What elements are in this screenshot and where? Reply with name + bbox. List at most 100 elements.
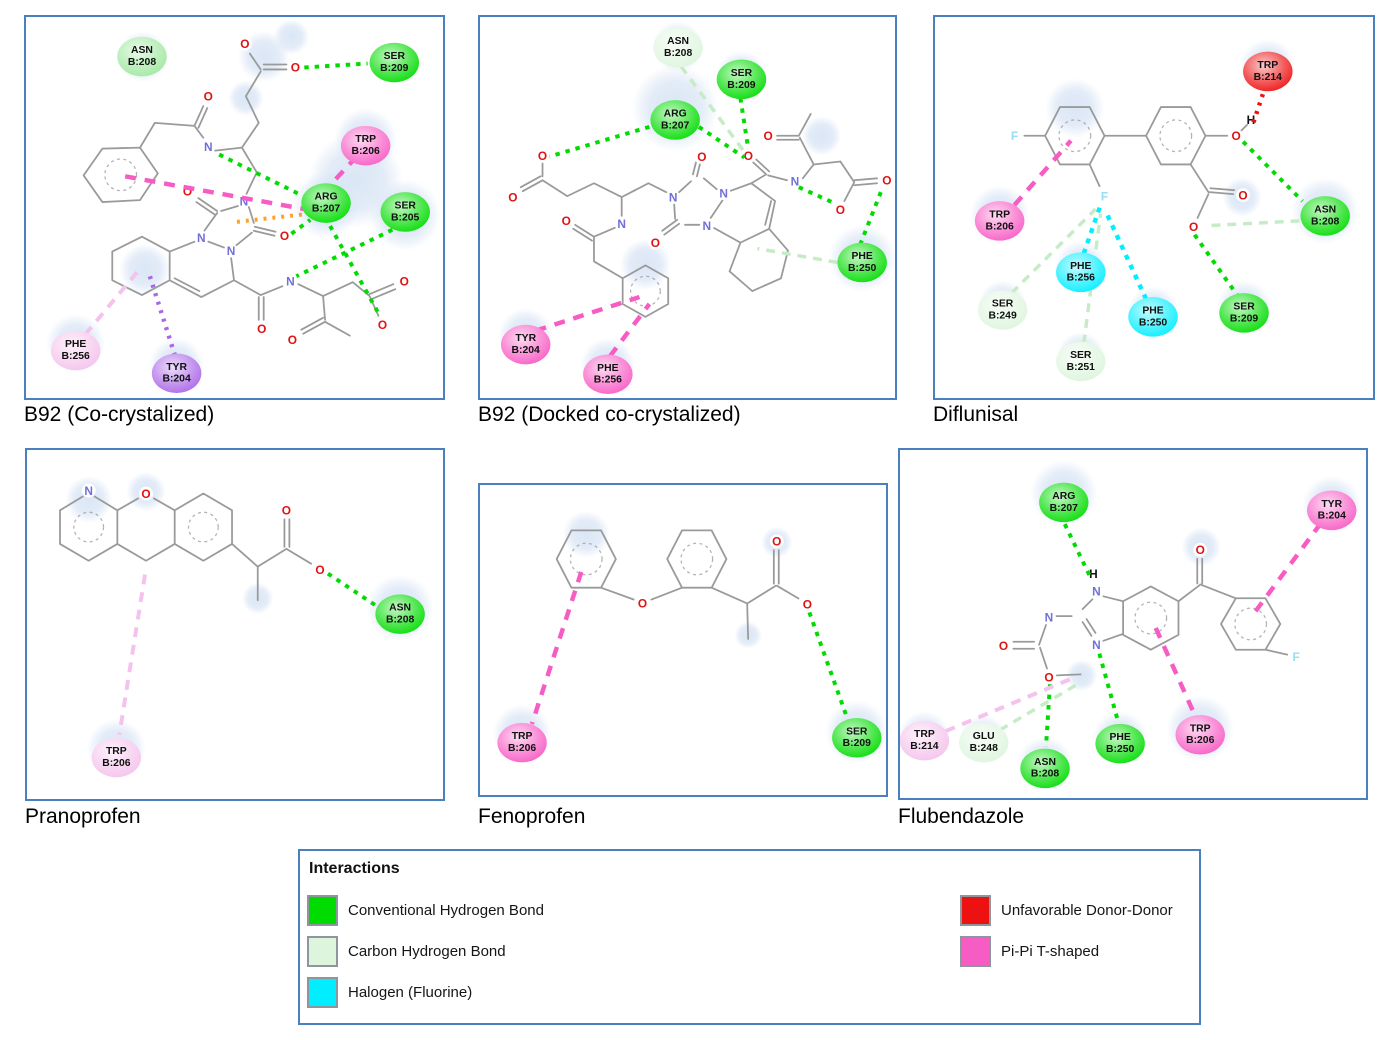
legend-swatch-halogen [307, 977, 338, 1008]
panel-title-pranoprofen: Pranoprofen [25, 805, 141, 828]
residue-name: SER [731, 68, 753, 79]
panel-title-b92-cocrystalized: B92 (Co-crystalized) [24, 403, 215, 426]
residue-number: B:208 [1311, 216, 1339, 227]
atom-label-o: O [183, 184, 192, 198]
atom-label-h: H [1089, 567, 1098, 581]
interaction-diagram-diflunisal: FFOHOOTRPB:214TRPB:206SERB:249PHEB:256SE… [969, 38, 1359, 382]
atom-labels: OOO [635, 534, 815, 612]
residue-name: ARG [315, 192, 338, 203]
interaction-lines [117, 571, 377, 736]
legend-right-column: Unfavorable Donor-Donor Pi-Pi T-shaped [960, 895, 1173, 977]
atom-label-o: O [240, 37, 249, 51]
interaction-line-pipi [124, 174, 321, 215]
interaction-lines [534, 65, 884, 358]
residue-name: PHE [1142, 305, 1163, 316]
legend-item-pi-pi-t-shaped: Pi-Pi T-shaped [960, 936, 1173, 967]
residue-name: TRP [989, 209, 1010, 220]
legend-label: Pi-Pi T-shaped [1001, 943, 1100, 960]
panel-title-fenoprofen: Fenoprofen [478, 805, 586, 828]
atom-label-o: O [257, 322, 266, 336]
atom-label-o: O [836, 203, 845, 217]
residue-bubbles: ASNB:208SERB:209ARGB:207PHEB:250TYRB:204… [500, 27, 887, 395]
interaction-lines [943, 521, 1323, 747]
interaction-line-hb [548, 124, 650, 159]
atom-label-o: O [1238, 188, 1247, 202]
atom-label-o: O [538, 149, 547, 163]
interaction-line-chb [756, 246, 838, 265]
residue-name: TRP [106, 746, 127, 757]
atom-label-n: N [703, 219, 712, 233]
residue-number: B:204 [512, 345, 540, 356]
interaction-line-unfav [1249, 93, 1265, 128]
interaction-line-halogen [1103, 210, 1149, 300]
residue-number: B:207 [1050, 503, 1078, 514]
atom-label-o: O [400, 275, 409, 289]
interaction-line-chb [997, 683, 1077, 733]
atom-label-o: O [999, 639, 1008, 653]
residue-number: B:208 [1031, 769, 1059, 780]
atom-label-o: O [882, 174, 891, 188]
atom-label-n: N [84, 484, 93, 498]
interaction-line-chb [1010, 207, 1097, 295]
atom-label-f: F [1101, 189, 1108, 203]
binding-site-halos [64, 471, 434, 779]
interaction-line-pipiL [943, 677, 1071, 734]
residue-name: TRP [914, 729, 935, 740]
residue-name: PHE [65, 339, 86, 350]
molecule-skeleton [1012, 557, 1289, 677]
interaction-line-hb [798, 185, 838, 206]
residue-number: B:204 [162, 374, 190, 385]
residue-number: B:208 [128, 57, 156, 68]
legend-swatch-carbon-hbond [307, 936, 338, 967]
residue-name: SER [384, 51, 406, 62]
atom-label-o: O [1232, 129, 1241, 143]
interaction-lines [529, 571, 850, 725]
interaction-line-hb [304, 61, 368, 70]
residue-name: TYR [166, 362, 187, 373]
molecule-skeleton [1023, 106, 1248, 219]
legend-title: Interactions [309, 860, 400, 877]
interaction-line-hb [1044, 684, 1052, 747]
